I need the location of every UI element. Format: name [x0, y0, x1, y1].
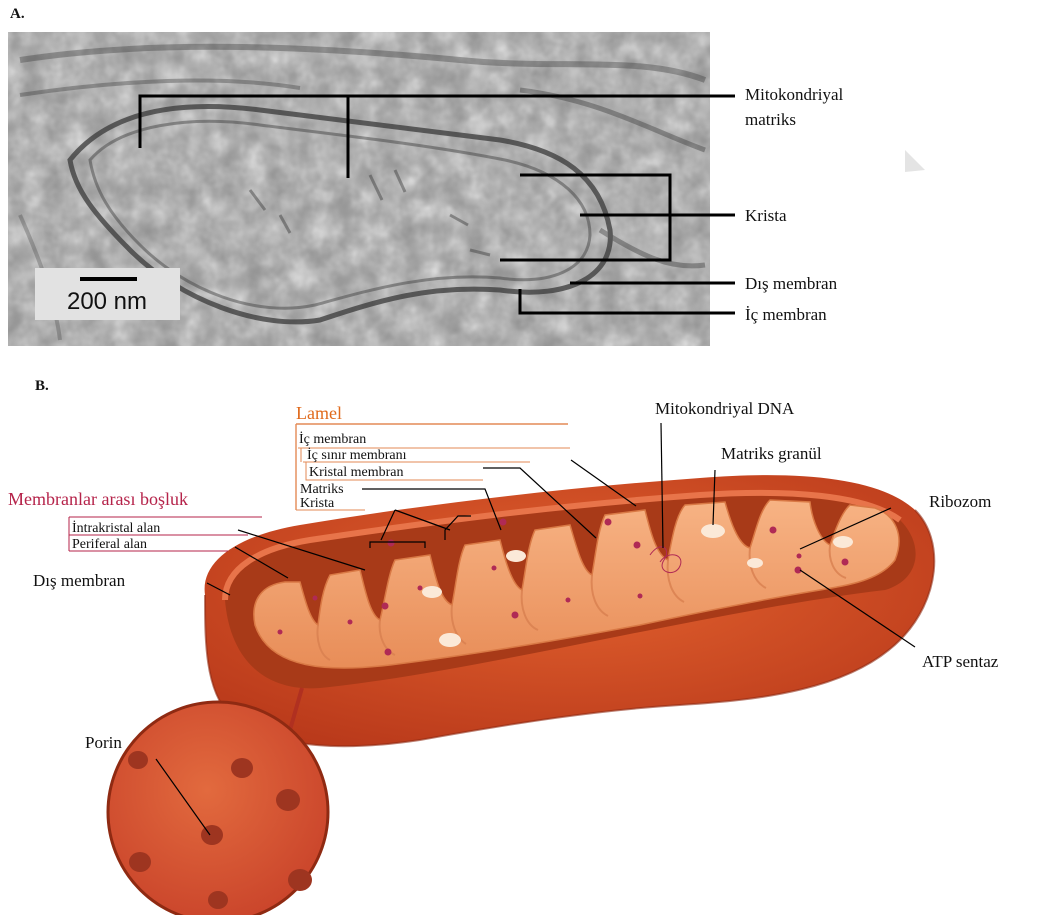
label-mt-dna: Mitokondriyal DNA [655, 399, 795, 418]
em-micrograph: 200 nm [8, 32, 710, 346]
label-mitochondrial-matrix-2: matriks [745, 110, 796, 129]
panel-b-letter: B. [35, 378, 49, 394]
corner-mark [905, 150, 925, 172]
porin-zoom-circle [108, 702, 328, 915]
mitochondrion-diagram [205, 475, 935, 746]
label-matrix-granule: Matriks granül [721, 444, 822, 463]
label-mitochondrial-matrix-1: Mitokondriyal [745, 85, 843, 104]
label-ribosome: Ribozom [929, 492, 991, 511]
label-crista-a: Krista [745, 206, 787, 225]
label-inner-boundary-membrane: İç sınır membranı [307, 447, 407, 463]
scale-bar-label: 200 nm [67, 288, 147, 315]
label-cristal-membrane: Kristal membran [309, 465, 403, 480]
label-porin: Porin [85, 733, 122, 752]
label-intermembrane-space: Membranlar arası boşluk [8, 489, 188, 509]
label-atp-synthase: ATP sentaz [922, 652, 999, 671]
label-outer-membrane-a: Dış membran [745, 274, 838, 293]
label-matrix-b: Matriks [300, 482, 344, 497]
label-lamel: Lamel [296, 403, 342, 423]
panel-a-letter: A. [10, 6, 25, 22]
label-peripheral-space: Periferal alan [72, 537, 147, 552]
label-intracristal-space: İntrakristal alan [72, 520, 160, 536]
label-inner-membrane-b: İç membran [299, 431, 366, 447]
label-outer-membrane-b: Dış membran [33, 571, 126, 590]
label-crista-b: Krista [300, 496, 335, 511]
label-inner-membrane-a: İç membran [745, 305, 827, 324]
